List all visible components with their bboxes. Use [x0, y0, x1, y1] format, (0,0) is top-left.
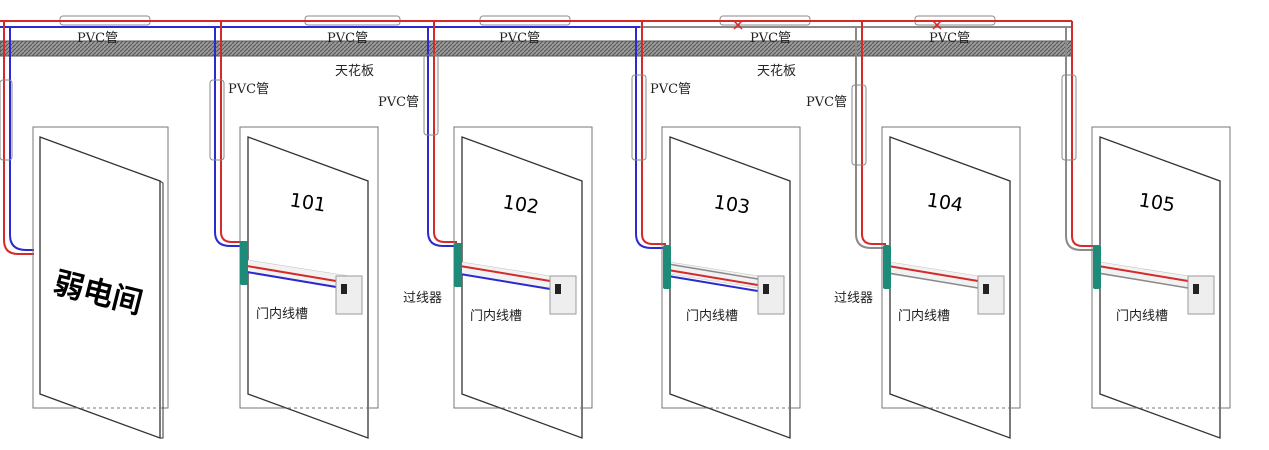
connector [240, 241, 248, 285]
pvc-label: PVC管 [378, 95, 419, 110]
drop-red-102 [433, 21, 457, 243]
ceiling-label: 天花板 [757, 63, 796, 79]
main-wires [0, 20, 1072, 28]
ceiling-label: 天花板 [335, 63, 374, 79]
pvc-pipe-vertical [0, 79, 13, 161]
channel-wire-blue [246, 271, 343, 289]
pvc-pipe-vertical [631, 74, 647, 161]
drop-wires [3, 21, 1096, 255]
drop-red-104 [861, 21, 886, 245]
pvc-label: PVC管 [650, 82, 691, 97]
weak-room-door: 弱电间 [32, 126, 169, 439]
door-channel-label: 门内线槽 [1116, 308, 1168, 324]
connector-label: 过线器 [834, 291, 873, 306]
lock-keyhole [983, 284, 989, 294]
door-frame [453, 126, 593, 409]
door-channel-label: 门内线槽 [686, 308, 738, 324]
pvc-label: PVC管 [499, 31, 540, 46]
door-leaf [247, 136, 369, 439]
drop-blue-102 [427, 27, 457, 247]
pvc-label: PVC管 [327, 31, 368, 46]
pvc-label: PVC管 [806, 95, 847, 110]
break-mark [733, 20, 743, 30]
lock-keyhole [341, 284, 347, 294]
lock-icon [1187, 275, 1215, 315]
door-channel-label: 门内线槽 [256, 306, 308, 322]
drop-blue-103 [635, 27, 666, 249]
door-leaf [461, 136, 583, 439]
channel-wire-gray [1097, 272, 1195, 290]
door-channel-label: 门内线槽 [470, 308, 522, 324]
connector [454, 243, 462, 287]
door-leaf-edge [159, 180, 164, 439]
pvc-label: PVC管 [929, 31, 970, 46]
drop-red-105 [1071, 21, 1096, 247]
labels: PVC管 PVC管 PVC管 PVC管 PVC管 天花板 天花板 PVC管 PV… [77, 31, 970, 306]
lock-keyhole [763, 284, 769, 294]
connector [1093, 245, 1101, 289]
door-101: 101 门内线槽 [239, 126, 379, 439]
pvc-label: PVC管 [77, 31, 118, 46]
connector-label: 过线器 [403, 291, 442, 306]
connector [663, 245, 671, 289]
pvc-pipe-vertical [851, 84, 867, 166]
door-leaf [1099, 136, 1221, 439]
pvc-pipe-vertical [1061, 74, 1077, 161]
channel-wire-gray [887, 272, 985, 290]
pvc-label: PVC管 [228, 82, 269, 97]
drop-gray-104 [855, 27, 886, 249]
door-frame [661, 126, 801, 409]
vertical-pvc-pipes [0, 54, 1077, 166]
drop-red-weak [3, 21, 34, 255]
channel-wire-blue [459, 273, 557, 291]
channel-wire-red [667, 269, 765, 287]
lock-icon [977, 275, 1005, 315]
door-channel-label: 门内线槽 [898, 308, 950, 324]
door-103: 103 门内线槽 [661, 126, 801, 439]
channel-wire-red [246, 265, 343, 283]
pvc-pipe-vertical [209, 79, 225, 161]
drop-blue-weak [9, 27, 34, 251]
lock-icon [549, 275, 577, 315]
drop-blue-101 [214, 27, 243, 247]
door-frame [881, 126, 1021, 409]
door-frame [1091, 126, 1231, 409]
break-mark [932, 20, 942, 30]
break-marks [733, 20, 942, 30]
connector [883, 245, 891, 289]
channel-wire-red [459, 265, 557, 283]
pvc-label: PVC管 [750, 31, 791, 46]
pvc-pipe-vertical [423, 54, 439, 136]
drop-gray-105 [1065, 27, 1096, 251]
door-104: 104 门内线槽 [881, 126, 1021, 439]
door-leaf [669, 136, 791, 439]
door-frame [239, 126, 379, 409]
lock-icon [335, 275, 363, 315]
drop-red-101 [220, 21, 243, 243]
channel-wire-red [887, 265, 985, 283]
channel-wire-gray [667, 263, 765, 281]
lock-keyhole [1193, 284, 1199, 294]
channel-wire-blue [667, 275, 765, 293]
door-leaf [889, 136, 1011, 439]
channel-wire-red [1097, 265, 1195, 283]
drop-red-103 [641, 21, 666, 245]
lock-keyhole [555, 284, 561, 294]
lock-icon [757, 275, 785, 315]
door-102: 102 门内线槽 [453, 126, 593, 439]
door-105: 105 门内线槽 [1091, 126, 1231, 439]
